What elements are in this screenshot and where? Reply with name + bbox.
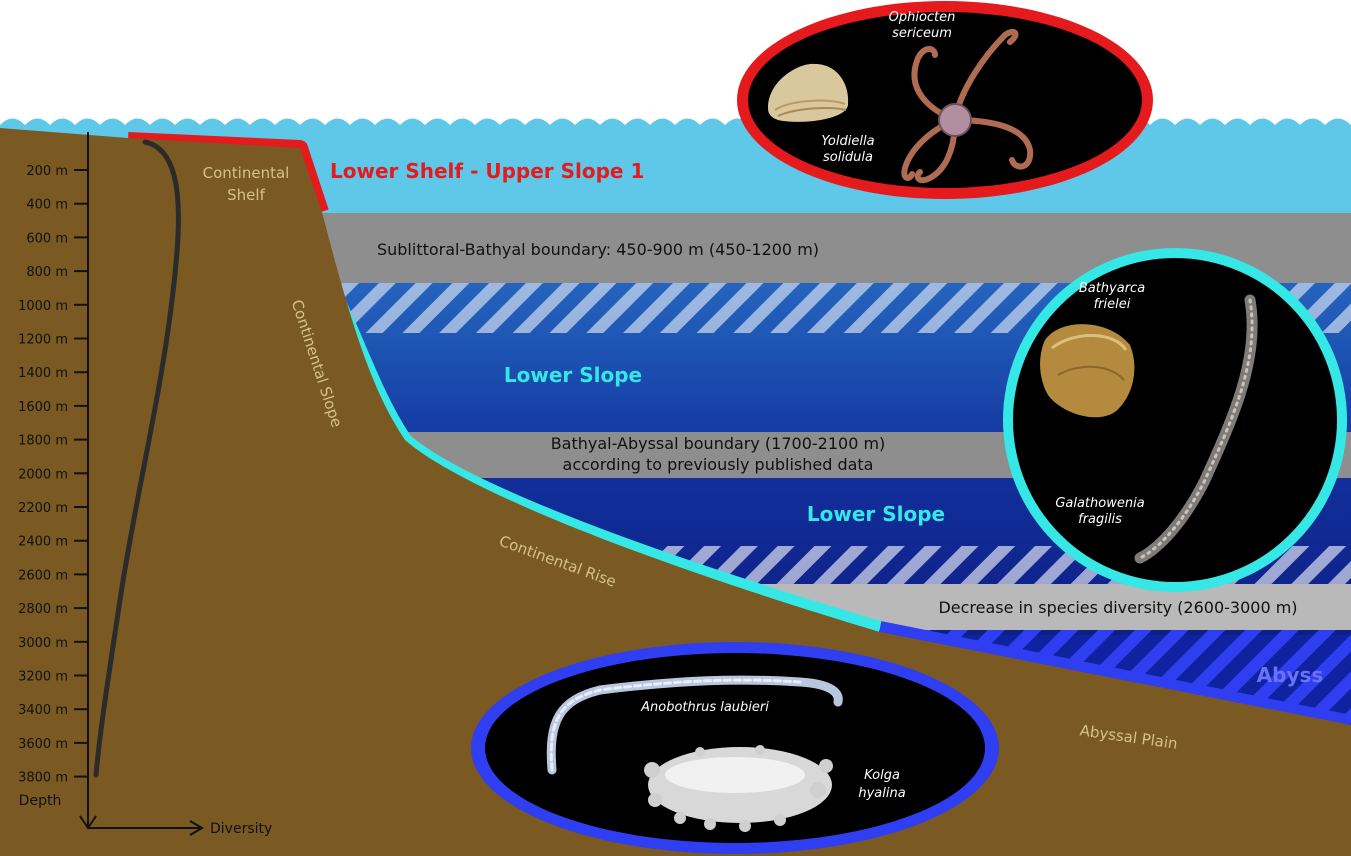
depth-tick-label: 800 m: [26, 265, 68, 280]
depth-tick-label: 1800 m: [18, 434, 68, 449]
shelf-label-line1: Continental: [203, 164, 290, 182]
species-bathyarca-line1: Bathyarca: [1079, 281, 1145, 296]
depth-tick-label: 2400 m: [18, 535, 68, 550]
depth-tick-label: 1200 m: [18, 333, 68, 348]
depth-tick-label: 1000 m: [18, 299, 68, 314]
species-yoldiella-line1: Yoldiella: [821, 134, 874, 149]
shelf-species-inset: Yoldiella solidula Ophiocten sericeum: [737, 1, 1153, 199]
depth-tick-label: 2600 m: [18, 568, 68, 583]
bathyal-abyssal-label-line1: Bathyal-Abyssal boundary (1700-2100 m): [551, 434, 886, 453]
depth-tick-label: 2200 m: [18, 501, 68, 516]
species-galathowenia-line2: fragilis: [1078, 512, 1122, 527]
species-kolga-line1: Kolga: [864, 768, 900, 783]
depth-tick-label: 3400 m: [18, 703, 68, 718]
bathyal-abyssal-label-line2: according to previously published data: [563, 455, 874, 474]
species-galathowenia-line1: Galathowenia: [1055, 496, 1144, 511]
lower-slope-label-1: Lower Slope: [504, 363, 642, 387]
species-ophiocten-line2: sericeum: [892, 26, 952, 41]
depth-axis-label: Depth: [19, 793, 62, 809]
depth-tick-label: 3000 m: [18, 636, 68, 651]
ophiocten-disc: [939, 104, 971, 136]
species-kolga-line2: hyalina: [858, 786, 905, 801]
depth-tick-label: 200 m: [26, 164, 68, 179]
species-ophiocten-line1: Ophiocten: [889, 10, 956, 25]
slope-species-inset: Bathyarca frielei Galathowenia fragilis: [1003, 248, 1347, 592]
sublittoral-bathyal-label: Sublittoral-Bathyal boundary: 450-900 m …: [377, 240, 819, 259]
depth-tick-label: 400 m: [26, 198, 68, 213]
lower-shelf-upper-slope-label: Lower Shelf - Upper Slope 1: [330, 159, 644, 183]
abyss-label: Abyss: [1257, 663, 1324, 687]
depth-tick-label: 2800 m: [18, 602, 68, 617]
abyss-species-inset: Anobothrus laubieri Kolga hyalina: [471, 642, 999, 854]
species-yoldiella-line2: solidula: [823, 150, 873, 165]
depth-tick-label: 600 m: [26, 231, 68, 246]
depth-tick-label: 1600 m: [18, 400, 68, 415]
diversity-axis-label: Diversity: [210, 821, 272, 837]
depth-tick-label: 3200 m: [18, 670, 68, 685]
depth-tick-label: 1400 m: [18, 366, 68, 381]
diversity-decrease-label: Decrease in species diversity (2600-3000…: [938, 598, 1297, 617]
species-anobothrus: Anobothrus laubieri: [640, 700, 769, 715]
species-bathyarca-line2: frielei: [1094, 297, 1131, 312]
depth-tick-label: 2000 m: [18, 467, 68, 482]
shelf-label-line2: Shelf: [227, 186, 265, 204]
depth-tick-label: 3800 m: [18, 771, 68, 786]
lower-slope-label-2: Lower Slope: [807, 502, 945, 526]
depth-tick-label: 3600 m: [18, 737, 68, 752]
